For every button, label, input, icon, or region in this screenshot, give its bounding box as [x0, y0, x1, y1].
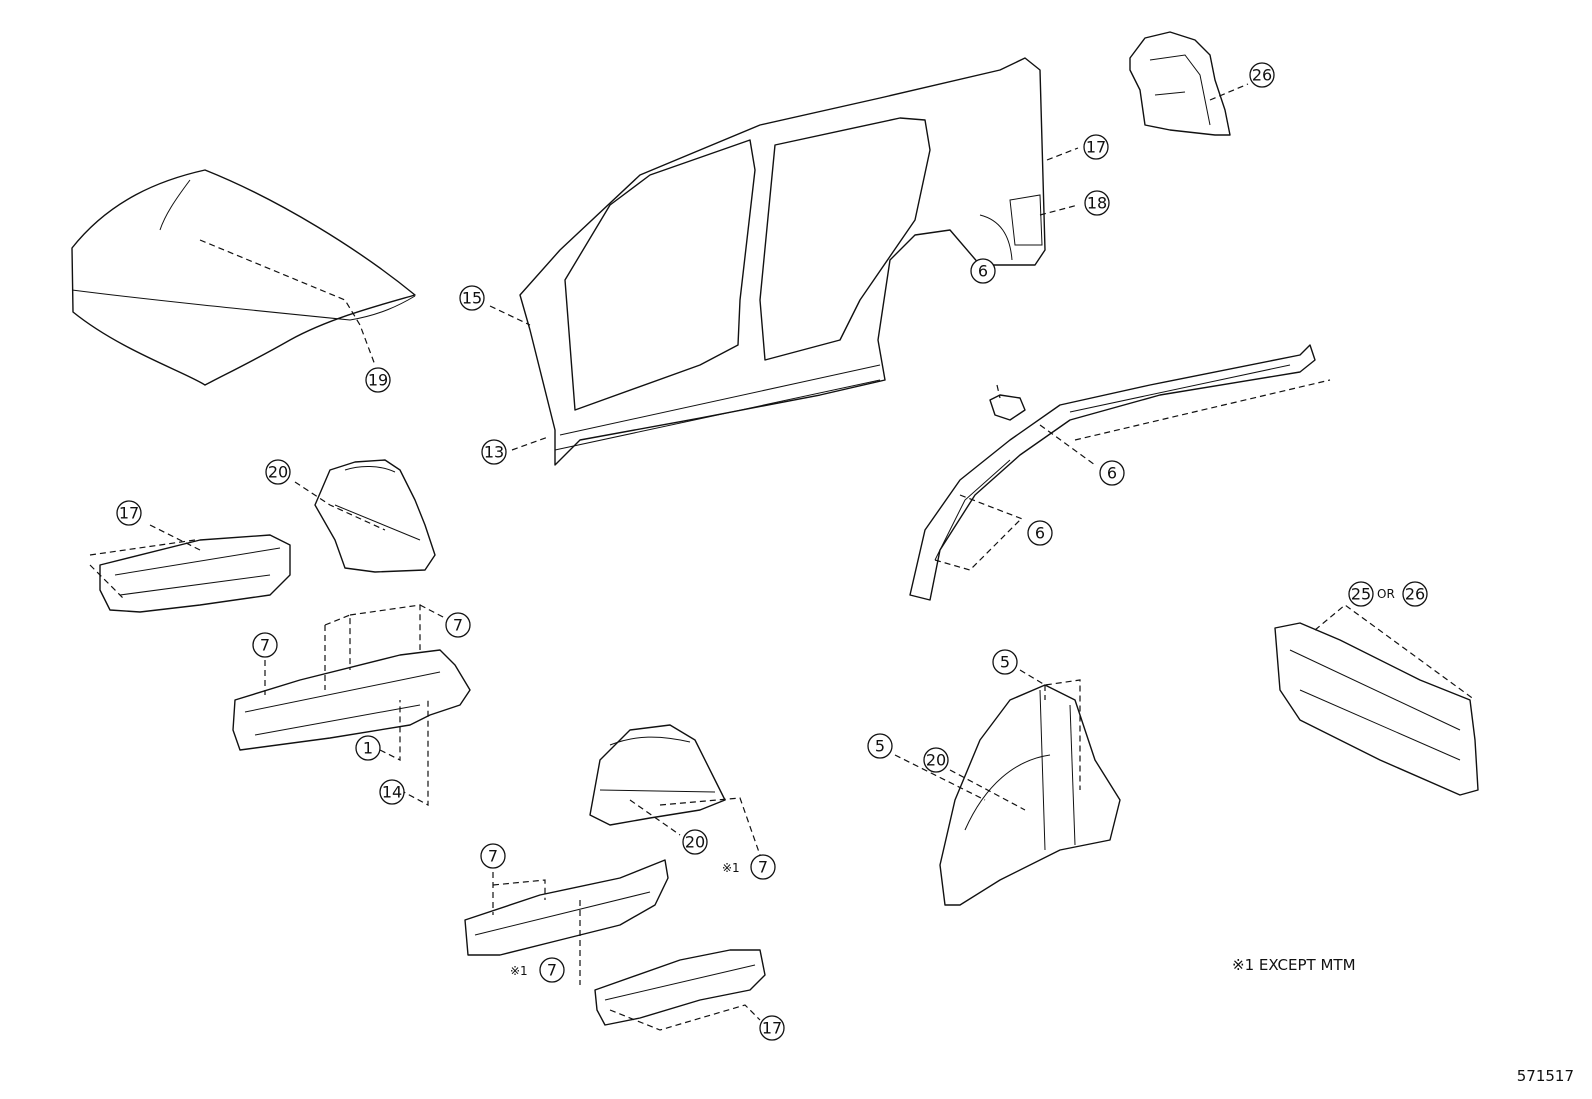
callout-17-lower: 17: [759, 1015, 785, 1041]
rear-pillar-panel: [1129, 31, 1231, 136]
callout-5-left: 5: [867, 733, 893, 759]
callout-7-rail-left-b: 7: [445, 612, 471, 638]
svg-text:14: 14: [382, 783, 402, 802]
callout-x1-7-rail: ※1: [510, 964, 528, 978]
callout-x1-7-apron: ※1: [722, 861, 740, 875]
svg-text:17: 17: [119, 504, 139, 523]
callout-18: 18: [1084, 190, 1110, 216]
dash-panel: [1274, 622, 1479, 796]
front-side-member-middle: [464, 859, 669, 956]
suspension-tower-left: [314, 459, 436, 573]
callout-1: 1: [355, 735, 381, 761]
or-label: OR: [1377, 587, 1395, 601]
callout-6-right: 6: [1099, 460, 1125, 486]
svg-text:20: 20: [685, 833, 705, 852]
except-mtm-note: ※1 EXCEPT MTM: [1232, 956, 1356, 974]
callout-7-rail-middle-x1: 7: [539, 957, 565, 983]
front-lower-member: [594, 949, 766, 1026]
svg-text:6: 6: [978, 262, 988, 281]
callout-17-apron-left: 17: [116, 500, 142, 526]
svg-text:13: 13: [484, 443, 504, 462]
roof-side-rail: [909, 344, 1316, 601]
callout-15: 15: [459, 285, 485, 311]
svg-text:7: 7: [758, 858, 768, 877]
svg-text:26: 26: [1252, 66, 1272, 85]
svg-text:7: 7: [547, 961, 557, 980]
svg-text:25: 25: [1351, 585, 1371, 604]
callout-13: 13: [481, 439, 507, 465]
svg-text:7: 7: [488, 847, 498, 866]
callout-7-rail-left-a: 7: [252, 632, 278, 658]
callout-20-apron-left: 20: [265, 459, 291, 485]
callout-20-wheelhouse: 20: [923, 747, 949, 773]
svg-text:17: 17: [762, 1019, 782, 1038]
svg-text:6: 6: [1035, 524, 1045, 543]
svg-text:17: 17: [1086, 138, 1106, 157]
callout-25-dash: 25: [1348, 581, 1374, 607]
svg-text:7: 7: [453, 616, 463, 635]
svg-text:20: 20: [268, 463, 288, 482]
front-apron-left: [99, 534, 291, 613]
callout-26-pillar: 26: [1249, 62, 1275, 88]
callout-6-small: 6: [970, 258, 996, 284]
reference-number: 571517: [1516, 1067, 1574, 1085]
front-apron-middle: [589, 724, 726, 826]
svg-text:18: 18: [1087, 194, 1107, 213]
svg-text:5: 5: [875, 737, 885, 756]
svg-text:5: 5: [1000, 653, 1010, 672]
callout-6-lower: 6: [1027, 520, 1053, 546]
side-body-outer: [519, 57, 1046, 466]
callout-14: 14: [379, 779, 405, 805]
callout-19: 19: [365, 367, 391, 393]
hood-panel: [71, 169, 416, 386]
svg-text:※1: ※1: [510, 964, 528, 978]
callout-7-rail-middle: 7: [480, 843, 506, 869]
callout-26-dash: 26: [1402, 581, 1428, 607]
svg-text:7: 7: [260, 636, 270, 655]
callout-20-apron-middle: 20: [682, 829, 708, 855]
front-wheelhouse-panel: [939, 684, 1121, 906]
callout-7-apron-middle: 7: [750, 854, 776, 880]
svg-text:6: 6: [1107, 464, 1117, 483]
svg-text:※1: ※1: [722, 861, 740, 875]
callout-5-top: 5: [992, 649, 1018, 675]
front-side-member-left: [232, 649, 471, 751]
svg-text:19: 19: [368, 371, 388, 390]
callout-17-quarter: 17: [1083, 134, 1109, 160]
svg-text:26: 26: [1405, 585, 1425, 604]
svg-text:15: 15: [462, 289, 482, 308]
svg-text:1: 1: [363, 739, 373, 758]
svg-text:20: 20: [926, 751, 946, 770]
